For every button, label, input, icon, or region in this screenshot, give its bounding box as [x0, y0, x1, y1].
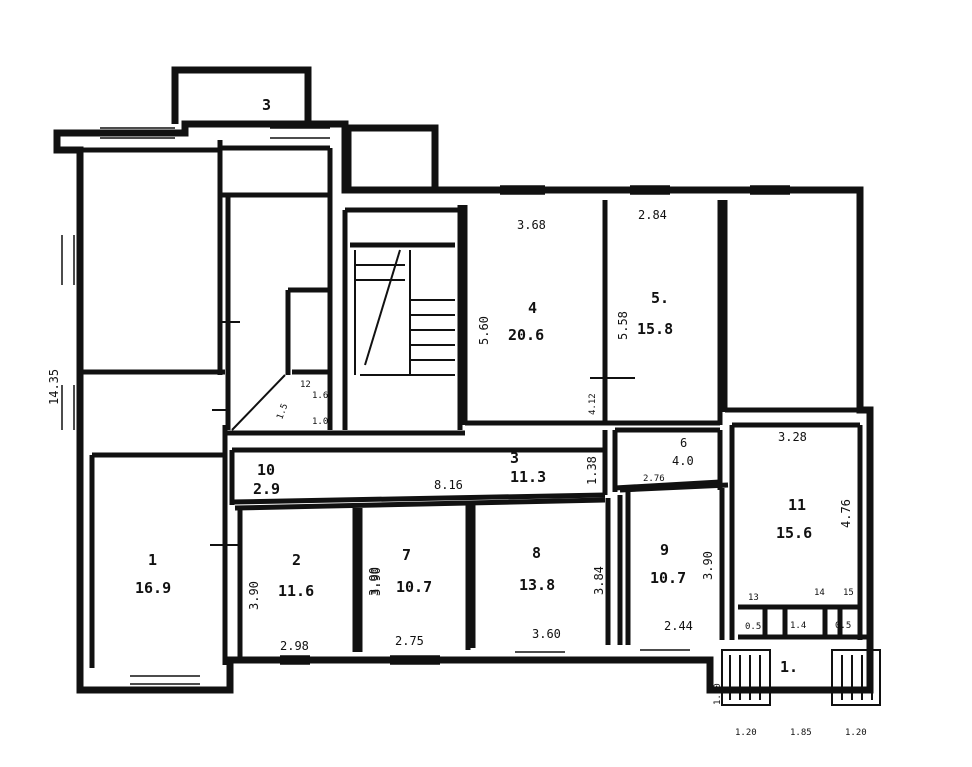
porch-width-middle: 1.85 — [790, 728, 812, 738]
room-9-area: 10.7 — [650, 569, 686, 587]
room-5-number: 5. — [651, 289, 669, 307]
room-10-number: 10 — [257, 461, 275, 479]
outer-walls — [53, 66, 874, 694]
room-3-area: 11.3 — [510, 468, 546, 486]
room-4-number: 4 — [528, 299, 537, 317]
porch-room-label: 1. — [780, 658, 798, 676]
room-6-width: 2.76 — [643, 474, 665, 484]
staircase — [231, 249, 455, 431]
room-1-area: 16.9 — [135, 579, 171, 597]
stair-diag-dim: 1.5 — [275, 402, 290, 421]
room-4-width: 3.68 — [517, 218, 546, 232]
room-9-width: 2.44 — [664, 619, 693, 633]
room-6-number: 6 — [680, 436, 687, 450]
room-8-area: 13.8 — [519, 576, 555, 594]
overall-height: 14.35 — [47, 369, 61, 405]
room-7-area: 10.7 — [396, 578, 432, 596]
room-2-width: 2.98 — [280, 639, 309, 653]
stair-number: 3 — [262, 96, 271, 114]
room-2-number: 2 — [292, 551, 301, 569]
room-13-number: 13 — [748, 593, 759, 603]
room-14-number: 14 — [814, 588, 825, 598]
porch-width-right: 1.20 — [845, 728, 867, 738]
room-12-number: 12 — [300, 380, 311, 390]
room-4-area: 20.6 — [508, 326, 544, 344]
room-11-area: 15.6 — [776, 524, 812, 542]
porch-depth: 1.60 — [713, 683, 723, 705]
room-8-number: 8 — [532, 544, 541, 562]
room-3-width: 8.16 — [434, 478, 463, 492]
room-12-area: 1.6 — [312, 391, 328, 401]
room-5-depth: 5.58 — [616, 311, 630, 340]
room-11-number: 11 — [788, 496, 806, 514]
room-12-dim: 1.0 — [312, 417, 328, 427]
room-10-area: 2.9 — [253, 480, 280, 498]
room-labels: 3 14.35 1 16.9 3.90 2 11.6 2.98 3.90 3 1… — [47, 96, 867, 738]
room-9-depth: 3.90 — [701, 551, 715, 580]
corridor-left-dim: 4.12 — [588, 393, 598, 415]
room-7-number: 7 — [402, 546, 411, 564]
room-15-area: 0.5 — [835, 621, 851, 631]
room-6-area: 4.0 — [672, 454, 694, 468]
room-8-width: 3.60 — [532, 627, 561, 641]
room-2-area: 11.6 — [278, 582, 314, 600]
room-9-number: 9 — [660, 541, 669, 559]
porch-width-left: 1.20 — [735, 728, 757, 738]
room-8-depth: 3.84 — [592, 566, 606, 595]
room-7-depth-label: 3.90 — [369, 567, 383, 596]
room-13-area: 0.5 — [745, 622, 761, 632]
room-1-number: 1 — [148, 551, 157, 569]
room-14-area: 1.4 — [790, 621, 806, 631]
room-5-area: 15.8 — [637, 320, 673, 338]
room-11-width: 3.28 — [778, 430, 807, 444]
room-15-number: 15 — [843, 588, 854, 598]
room-4-depth: 5.60 — [477, 316, 491, 345]
room-2-depth: 3.90 — [367, 567, 381, 596]
porch — [721, 649, 881, 706]
room-1-depth: 3.90 — [247, 581, 261, 610]
door-marks — [210, 321, 635, 546]
room-3-number: 3 — [510, 449, 519, 467]
windows — [61, 127, 790, 685]
interior-walls — [80, 140, 868, 668]
room-5-width: 2.84 — [638, 208, 667, 222]
room-3-depth: 1.38 — [585, 456, 599, 485]
room-7-width: 2.75 — [395, 634, 424, 648]
room-11-depth: 4.76 — [839, 499, 853, 528]
